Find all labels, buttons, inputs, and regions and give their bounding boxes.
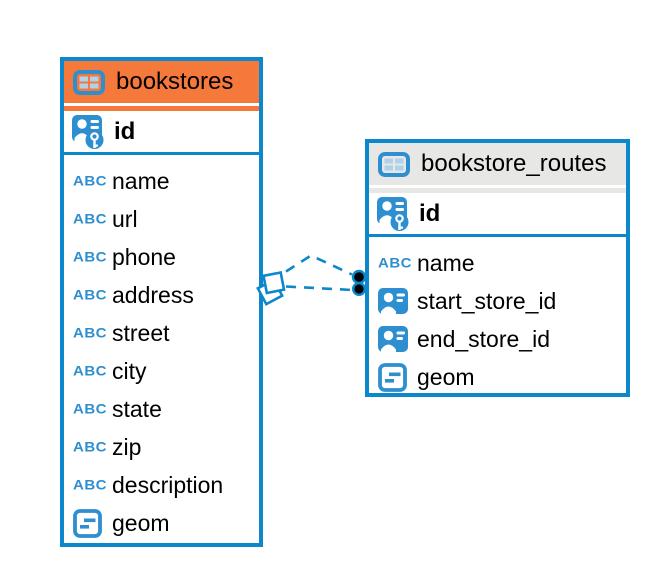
field-name: address <box>112 281 194 308</box>
table-bookstore-routes[interactable]: bookstore_routes id ABC name start_store_i… <box>365 139 630 397</box>
field-row-end_store_id[interactable]: end_store_id <box>369 320 626 358</box>
relationship-dot-icon-front[interactable] <box>351 269 367 285</box>
text-type-icon: ABC <box>73 439 107 455</box>
field-name: phone <box>112 243 176 270</box>
text-type-icon: ABC <box>73 211 107 227</box>
primary-key-icon <box>72 113 105 151</box>
field-row-description[interactable]: ABC description <box>64 466 259 504</box>
field-name: street <box>112 319 170 346</box>
field-row-address[interactable]: ABC address <box>64 276 259 314</box>
text-type-icon: ABC <box>73 173 107 189</box>
relationship-line-start-store[interactable] <box>285 254 353 276</box>
field-name: description <box>112 471 224 498</box>
foreign-key-icon <box>378 326 410 352</box>
field-name: id <box>114 117 136 145</box>
field-name: geom <box>112 509 170 536</box>
geometry-type-icon <box>73 508 105 538</box>
field-name: name <box>112 167 170 194</box>
table-header-bookstores[interactable]: bookstores <box>64 61 259 106</box>
text-type-icon: ABC <box>73 249 107 265</box>
text-type-icon: ABC <box>73 325 107 341</box>
field-row-name[interactable]: ABC name <box>64 162 259 200</box>
table-title: bookstores <box>116 68 234 95</box>
field-row-url[interactable]: ABC url <box>64 200 259 238</box>
field-name: geom <box>417 363 475 390</box>
relationship-line-end-store[interactable] <box>285 285 353 292</box>
field-row-state[interactable]: ABC state <box>64 390 259 428</box>
field-row-zip[interactable]: ABC zip <box>64 428 259 466</box>
field-row-id[interactable]: id <box>64 111 259 155</box>
field-name: name <box>417 249 475 276</box>
field-row-geom[interactable]: geom <box>369 358 626 396</box>
field-row-name[interactable]: ABC name <box>369 244 626 282</box>
primary-key-icon <box>377 195 410 233</box>
table-icon <box>378 151 410 177</box>
field-name: id <box>419 199 441 227</box>
text-type-icon: ABC <box>378 255 412 271</box>
table-header-bookstore-routes[interactable]: bookstore_routes <box>369 143 626 188</box>
table-icon <box>73 69 105 95</box>
text-type-icon: ABC <box>73 287 107 303</box>
field-row-street[interactable]: ABC street <box>64 314 259 352</box>
foreign-key-icon <box>378 288 410 314</box>
relationship-diamond-icon-front[interactable] <box>261 270 286 295</box>
header-strip <box>64 106 259 111</box>
relationship-dot-icon-back[interactable] <box>352 282 367 297</box>
header-strip <box>369 188 626 193</box>
text-type-icon: ABC <box>73 477 107 493</box>
field-name: city <box>112 357 147 384</box>
field-name: end_store_id <box>417 325 550 352</box>
field-name: url <box>112 205 138 232</box>
geometry-type-icon <box>378 362 410 392</box>
field-row-phone[interactable]: ABC phone <box>64 238 259 276</box>
field-name: zip <box>112 433 142 460</box>
field-row-city[interactable]: ABC city <box>64 352 259 390</box>
field-name: start_store_id <box>417 287 557 314</box>
field-row-start_store_id[interactable]: start_store_id <box>369 282 626 320</box>
text-type-icon: ABC <box>73 363 107 379</box>
field-row-id[interactable]: id <box>369 193 626 237</box>
field-row-geom[interactable]: geom <box>64 504 259 542</box>
text-type-icon: ABC <box>73 401 107 417</box>
field-name: state <box>112 395 162 422</box>
table-title: bookstore_routes <box>421 150 607 177</box>
